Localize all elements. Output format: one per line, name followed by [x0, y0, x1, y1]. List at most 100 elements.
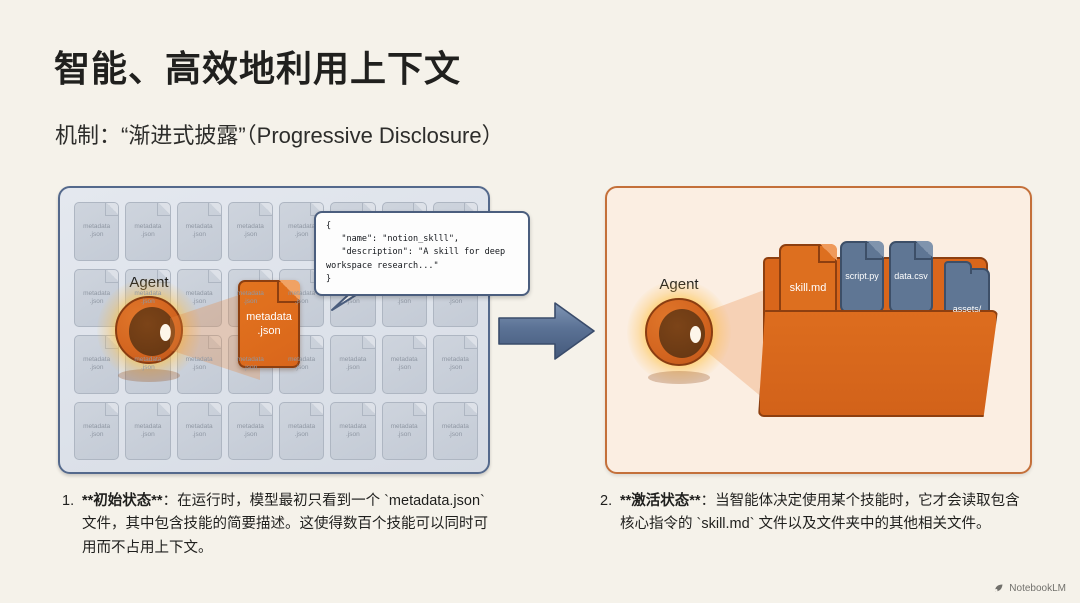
- file-label-line2: .json: [89, 430, 104, 438]
- file-label-line1: metadata: [390, 356, 418, 364]
- file-label-line2: .json: [141, 231, 155, 239]
- file-label-line1: metadata: [288, 289, 316, 297]
- file-label-line1: metadata: [441, 356, 469, 364]
- file-label-line2: .json: [89, 231, 104, 239]
- file-label-line1: metadata: [134, 223, 162, 231]
- file-label-line1: metadata: [134, 422, 162, 430]
- eye-ball: [645, 298, 713, 366]
- metadata-file-card[interactable]: metadata.json: [176, 335, 222, 394]
- caption-number: 2.: [600, 493, 613, 509]
- caption-initial-state: 1. **初始状态**：在运行时，模型最初只看到一个 `metadata.jso…: [62, 490, 492, 560]
- file-label-line2: .json: [89, 364, 104, 372]
- metadata-file-card[interactable]: metadata.json: [176, 401, 222, 460]
- file-label: assets/: [952, 304, 982, 314]
- metadata-file-card[interactable]: metadata.json: [432, 335, 478, 394]
- metadata-file-card[interactable]: metadata.json: [381, 401, 427, 460]
- file-label-line2: .json: [243, 364, 258, 372]
- file-label-line2: .json: [346, 430, 360, 438]
- metadata-file-card[interactable]: metadata.json: [125, 401, 171, 460]
- file-label-line2: .json: [397, 297, 411, 305]
- metadata-file-card[interactable]: metadata.json: [279, 401, 325, 460]
- file-label-line1: metadata: [390, 422, 418, 430]
- file-label-line2: .json: [192, 364, 206, 372]
- metadata-file-card[interactable]: metadata.json: [330, 335, 376, 394]
- file-label-line2: .json: [346, 364, 360, 372]
- file-label-line2: .json: [294, 297, 309, 305]
- file-label: script.py: [845, 271, 879, 282]
- file-label-line1: metadata: [288, 356, 316, 364]
- eye-highlight: [690, 325, 702, 343]
- eye-highlight: [160, 323, 172, 341]
- agent-eye-left: Agent: [97, 274, 201, 382]
- metadata-file-card[interactable]: metadata.json: [432, 401, 478, 460]
- file-label-line1: metadata: [83, 289, 111, 297]
- file-label-line2: .json: [397, 430, 411, 438]
- metadata-file-card[interactable]: metadata.json: [227, 401, 273, 460]
- light-cone-left: [170, 288, 260, 380]
- caption-text: **初始状态**：在运行时，模型最初只看到一个 `metadata.json` …: [62, 490, 492, 560]
- file-label-line1: metadata: [236, 356, 264, 364]
- notebooklm-icon: [995, 584, 1003, 592]
- metadata-file-card[interactable]: metadata.json: [74, 202, 120, 261]
- file-label-line1: metadata: [236, 289, 264, 297]
- file-label-line1: metadata: [288, 422, 316, 430]
- file-label-line1: metadata: [185, 422, 213, 430]
- file-label-line1: metadata: [339, 422, 367, 430]
- file-label-line2: .json: [192, 231, 206, 239]
- watermark-label: NotebookLM: [1009, 582, 1066, 594]
- file-label-line1: metadata: [185, 356, 213, 364]
- caption-bold: **初始状态**: [82, 493, 163, 509]
- file-label-line1: metadata: [236, 223, 264, 231]
- metadata-file-card[interactable]: metadata.json: [176, 202, 222, 261]
- file-label-line2: .json: [448, 430, 463, 438]
- metadata-file-card[interactable]: metadata.json: [74, 401, 120, 460]
- file-card-script-py[interactable]: script.py: [840, 241, 884, 313]
- watermark: NotebookLM: [993, 582, 1066, 594]
- metadata-file-card[interactable]: metadata.json: [330, 401, 376, 460]
- file-label-line1: metadata: [236, 422, 264, 430]
- file-label-line2: .json: [294, 430, 309, 438]
- file-label: skill.md: [789, 282, 827, 295]
- metadata-file-card[interactable]: metadata.json: [227, 202, 273, 261]
- file-label-line2: .json: [243, 430, 258, 438]
- caption-rest: ：在运行时，模型最初只看到一个 `metadata.json` 文件，其中包含技…: [82, 493, 488, 556]
- file-label-line2: .json: [192, 430, 206, 438]
- highlighted-metadata-card[interactable]: metadata .json: [238, 280, 300, 368]
- caption-bold: **激活状态**: [620, 493, 701, 509]
- skill-folder-front: [758, 310, 998, 417]
- caption-activated-state: 2. **激活状态**：当智能体决定使用某个技能时，它才会读取包含核心指令的 `…: [600, 490, 1030, 537]
- file-label-line2: .json: [141, 297, 155, 305]
- file-label-line2: .json: [141, 430, 155, 438]
- file-label-line1: metadata: [185, 289, 213, 297]
- file-label-line2: .json: [89, 297, 104, 305]
- file-label-line2: .json: [294, 364, 309, 372]
- file-label-line1: metadata: [339, 356, 367, 364]
- file-label-line2: .json: [243, 297, 258, 305]
- metadata-file-card[interactable]: metadata.json: [125, 202, 171, 261]
- file-label-line2: .json: [448, 297, 463, 305]
- file-label-line2: .json: [346, 297, 360, 305]
- file-label-line1: metadata: [83, 223, 111, 231]
- caption-number: 1.: [62, 493, 75, 509]
- eye-shadow: [648, 371, 710, 384]
- file-label-line1: metadata: [441, 422, 469, 430]
- agent-eye-right: Agent: [627, 276, 731, 384]
- file-label-line1: metadata: [83, 356, 111, 364]
- highlighted-card-line2: .json: [257, 325, 281, 337]
- file-label: data.csv: [894, 271, 928, 282]
- file-label-line1: metadata: [134, 289, 162, 297]
- metadata-file-card[interactable]: metadata.json: [381, 335, 427, 394]
- highlighted-card-line1: metadata: [246, 310, 292, 323]
- eye-ball: [115, 296, 183, 364]
- metadata-json-bubble: { "name": "notion_sklll", "description":…: [314, 211, 530, 296]
- file-label-line1: metadata: [288, 223, 316, 231]
- file-label-line2: .json: [448, 364, 463, 372]
- file-label-line1: metadata: [185, 223, 213, 231]
- eye-shadow: [118, 369, 180, 382]
- page-subtitle: 机制：“渐进式披露”（Progressive Disclosure）: [55, 123, 504, 148]
- file-label-line2: .json: [294, 231, 309, 239]
- file-label-line1: metadata: [134, 356, 162, 364]
- caption-text: **激活状态**：当智能体决定使用某个技能时，它才会读取包含核心指令的 `ski…: [600, 490, 1030, 537]
- file-card-data-csv[interactable]: data.csv: [889, 241, 933, 313]
